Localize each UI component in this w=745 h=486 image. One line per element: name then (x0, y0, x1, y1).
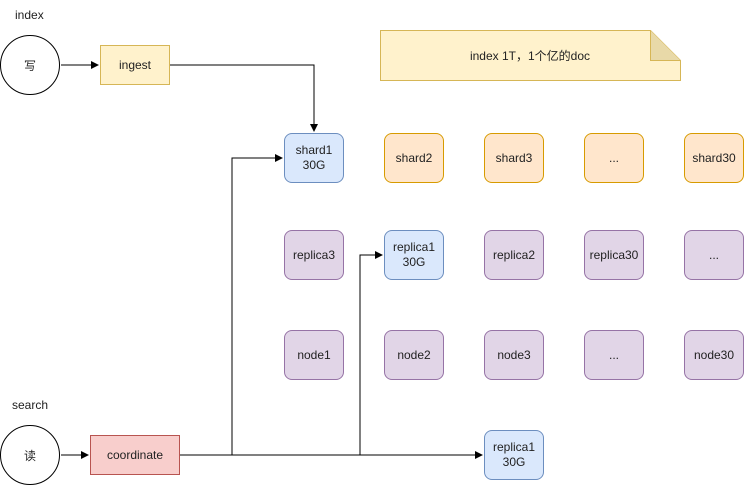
note: index 1T，1个亿的doc (380, 30, 681, 81)
node-3: node3 (484, 330, 544, 380)
node-30: node30 (684, 330, 744, 380)
replica-1-bottom: replica1 30G (484, 430, 544, 480)
node-1: node1 (284, 330, 344, 380)
edge-ingest-shard1 (170, 64, 318, 132)
read-circle-label: 读 (23, 448, 36, 463)
note-shape (380, 30, 681, 81)
shard-ellipsis: ... (584, 133, 644, 183)
node-ellipsis: ... (584, 330, 644, 380)
replica-3: replica3 (284, 230, 344, 280)
coordinate-box: coordinate (90, 435, 180, 475)
edge-coordinate-shard1 (180, 154, 283, 456)
ingest-box: ingest (100, 45, 170, 85)
write-circle: 写 (0, 35, 60, 95)
shard-30: shard30 (684, 133, 744, 183)
note-text: index 1T，1个亿的doc (469, 48, 591, 63)
replica-1: replica1 30G (384, 230, 444, 280)
shard-1: shard1 30G (284, 133, 344, 183)
node-2: node2 (384, 330, 444, 380)
edge-coordinate-replica1 (180, 251, 383, 456)
write-circle-label: 写 (23, 58, 36, 73)
replica-30: replica30 (584, 230, 644, 280)
shard-2: shard2 (384, 133, 444, 183)
replica-ellipsis: ... (684, 230, 744, 280)
index-label: index (15, 8, 44, 22)
read-circle: 读 (0, 425, 60, 485)
shard-3: shard3 (484, 133, 544, 183)
search-label: search (12, 398, 49, 412)
replica-2: replica2 (484, 230, 544, 280)
